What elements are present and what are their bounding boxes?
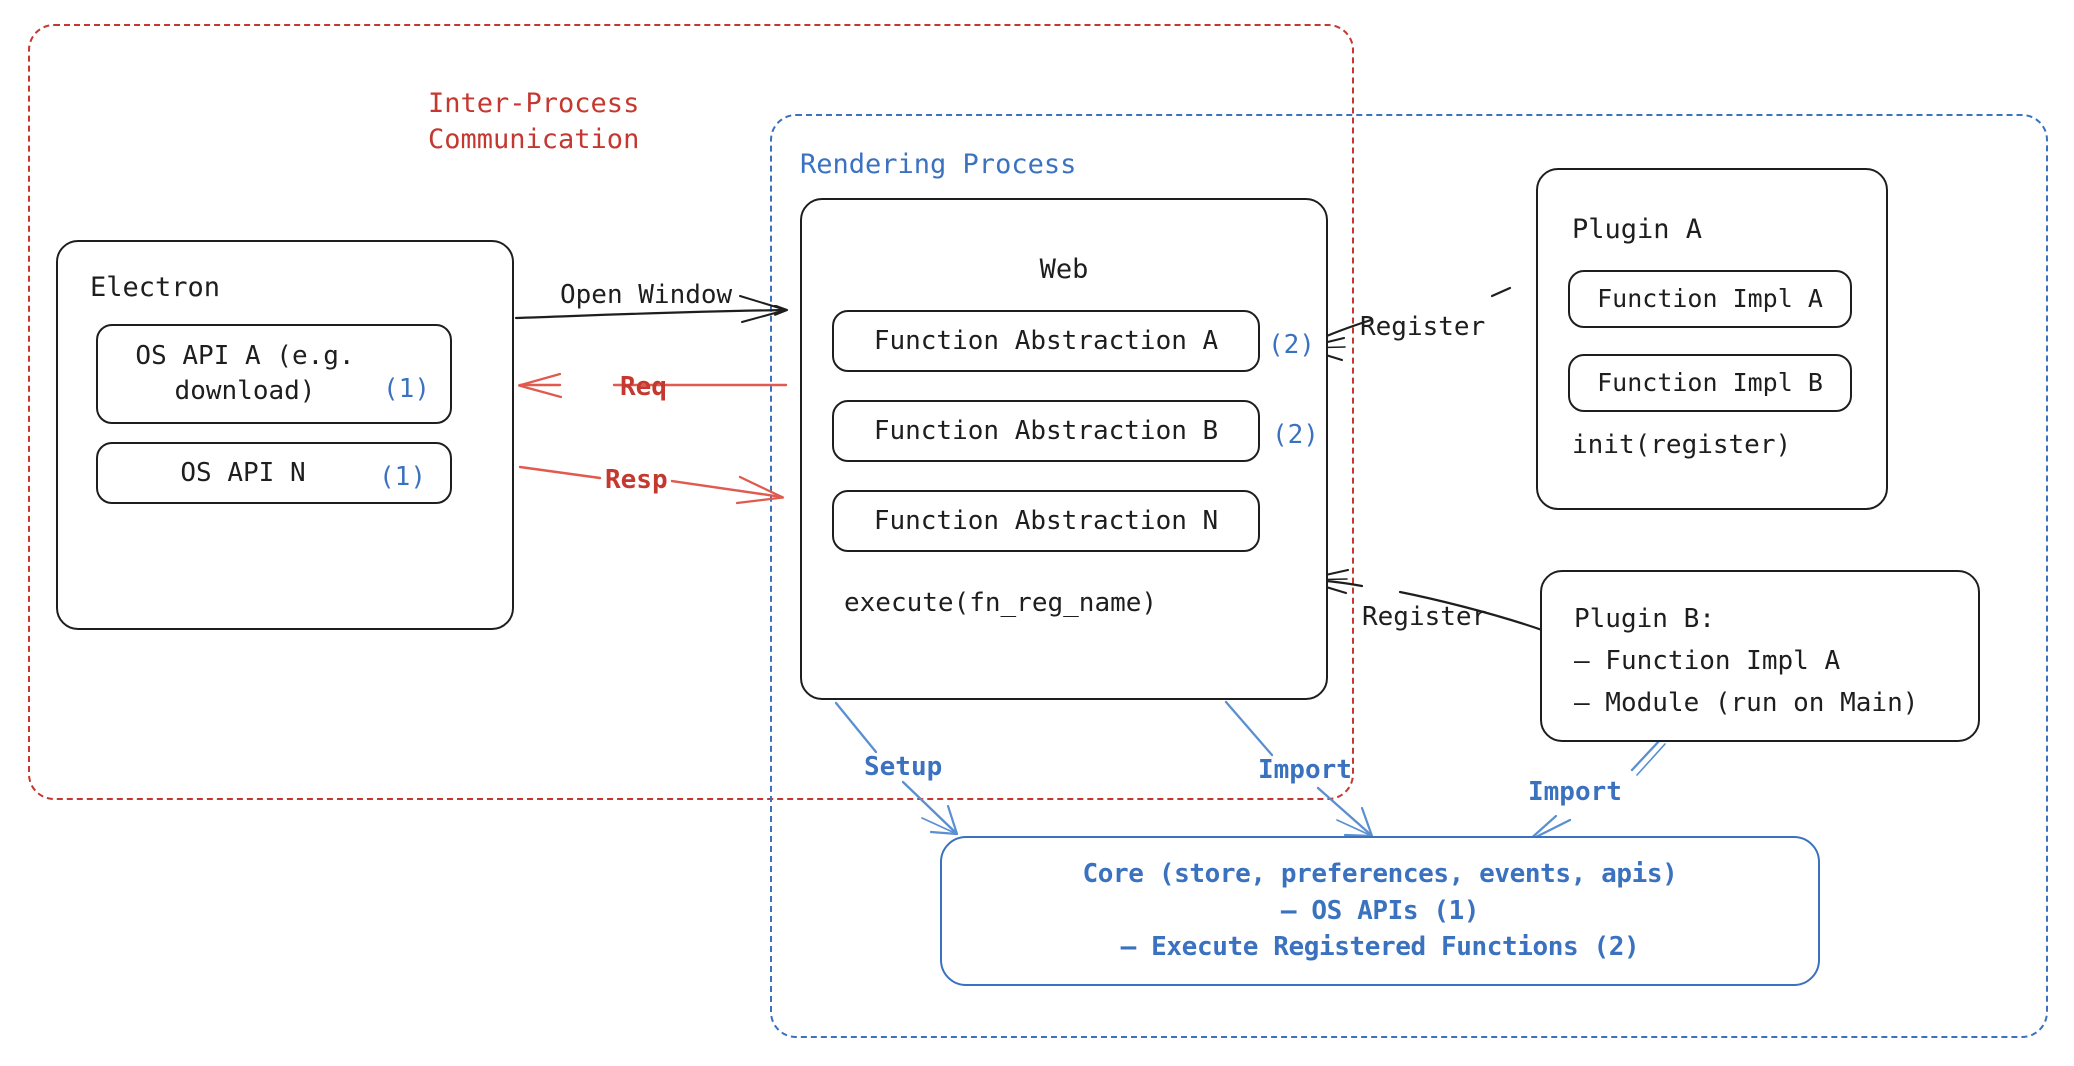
node-plugin-a-title: Plugin A — [1572, 214, 1703, 245]
node-function-impl-a[interactable]: Function Impl A — [1568, 270, 1852, 328]
node-function-abstraction-b[interactable]: Function Abstraction B — [832, 400, 1260, 462]
region-label-ipc: Inter-Process Communication — [428, 88, 640, 155]
edge-label-register-plugin-a: Register — [1360, 312, 1486, 342]
node-function-impl-a-label: Function Impl A — [1597, 284, 1823, 314]
edge-label-import-web: Import — [1258, 755, 1352, 785]
node-core-text: Core (store, preferences, events, apis) … — [1082, 858, 1678, 963]
edge-label-open-window: Open Window — [560, 280, 733, 310]
edge-label-setup: Setup — [864, 752, 943, 782]
node-plugin-b-text: Plugin B: – Function Impl A – Module (ru… — [1574, 604, 1919, 719]
edge-label-resp: Resp — [605, 465, 668, 495]
node-function-abstraction-b-marker: (2) — [1272, 420, 1319, 450]
node-function-abstraction-a-label: Function Abstraction A — [873, 325, 1219, 356]
node-web[interactable]: Web Function Abstraction A (2) Function … — [800, 198, 1328, 700]
node-os-api-n-marker: (1) — [379, 462, 426, 492]
edge-label-register-plugin-b: Register — [1362, 602, 1488, 632]
region-inter-process-communication — [28, 24, 1354, 800]
node-electron[interactable]: Electron OS API A (e.g. download) (1) OS… — [56, 240, 514, 630]
node-function-impl-b[interactable]: Function Impl B — [1568, 354, 1852, 412]
node-function-abstraction-n-label: Function Abstraction N — [873, 505, 1219, 536]
node-web-title: Web — [1039, 254, 1089, 285]
node-function-abstraction-n[interactable]: Function Abstraction N — [832, 490, 1260, 552]
node-function-abstraction-a-marker: (2) — [1268, 330, 1315, 360]
node-os-api-n-label: OS API N — [180, 457, 306, 488]
node-plugin-a-footer: init(register) — [1572, 430, 1792, 460]
node-os-api-a-label: OS API A (e.g. download) — [135, 341, 355, 406]
edge-label-import-plugin-b: Import — [1528, 777, 1622, 807]
node-os-api-n[interactable]: OS API N (1) — [96, 442, 452, 504]
node-electron-title: Electron — [90, 272, 221, 303]
node-os-api-a[interactable]: OS API A (e.g. download) (1) — [96, 324, 452, 424]
node-os-api-a-marker: (1) — [383, 373, 430, 404]
node-function-abstraction-b-label: Function Abstraction B — [873, 415, 1219, 446]
node-core[interactable]: Core (store, preferences, events, apis) … — [940, 836, 1820, 986]
node-function-abstraction-a[interactable]: Function Abstraction A — [832, 310, 1260, 372]
region-rendering-process — [770, 114, 2048, 1038]
node-plugin-a[interactable]: Plugin A Function Impl A Function Impl B… — [1536, 168, 1888, 510]
region-label-rendering-process: Rendering Process — [800, 149, 1077, 180]
node-function-impl-b-label: Function Impl B — [1597, 368, 1823, 398]
node-web-footer: execute(fn_reg_name) — [844, 588, 1158, 618]
edge-label-req: Req — [620, 372, 667, 402]
node-plugin-b[interactable]: Plugin B: – Function Impl A – Module (ru… — [1540, 570, 1980, 742]
